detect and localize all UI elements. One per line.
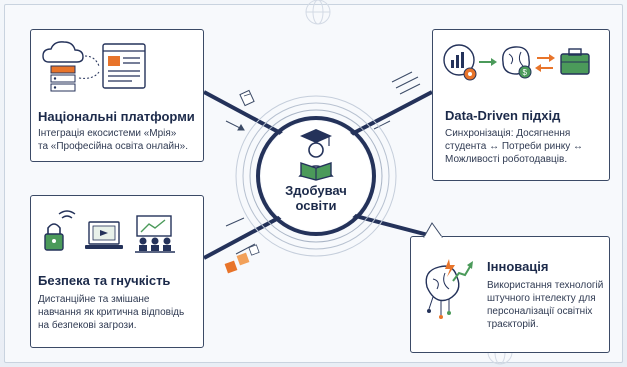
spoke-security: [203, 212, 287, 260]
desc-line: штучного інтелекту для: [487, 293, 596, 304]
desc-line: траєкторій.: [487, 319, 539, 330]
file-stack-icon-sw: [224, 244, 260, 274]
desc-line: Синхронізація: Досягнення: [445, 128, 571, 139]
cloud-server-icon: [42, 41, 84, 92]
desc-line: та «Професійна освіта онлайн».: [38, 141, 188, 152]
card-security-flexibility: Безпека та гнучкість Дистанційне та зміш…: [30, 195, 204, 348]
card-security-desc: Дистанційне та змішане навчання як крити…: [38, 293, 203, 332]
student-reading-icon: [298, 129, 334, 181]
laptop-icon: [85, 221, 123, 249]
web-window-icon: [102, 43, 146, 89]
hub-label: Здобувач освіти: [261, 183, 371, 213]
exchange-arrows-icon: [535, 54, 555, 72]
card-national-title: Національні платформи: [38, 109, 195, 124]
lock-wifi-icon: [44, 210, 76, 251]
card-innovation: Інновація Використання технологій штучно…: [410, 236, 610, 353]
desc-line: Використання технологій: [487, 280, 604, 291]
card-national-desc: Інтеграція екосистеми «Мрія» та «Професі…: [38, 127, 203, 153]
analytics-gear-icon: [443, 44, 477, 81]
desc-line: персоналізації освітніх: [487, 306, 593, 317]
card-innovation-desc: Використання технологій штучного інтелек…: [487, 279, 607, 331]
desc-line: Інтеграція екосистеми «Мрія»: [38, 128, 177, 139]
card-data-driven-title: Data-Driven підхід: [445, 108, 561, 123]
desc-line: на безпекові загрози.: [38, 320, 137, 331]
spoke-national: [203, 90, 287, 138]
spoke-innovation: [347, 212, 433, 238]
spoke-data-driven: [347, 90, 433, 138]
classroom-icon: [135, 215, 175, 253]
data-stream-icon-ne: [391, 71, 421, 95]
innovation-bubble-tail: [423, 222, 443, 238]
arrow-right-icon: [479, 58, 497, 66]
hub-rings: [235, 95, 397, 257]
desc-line: навчання як критична відповідь: [38, 307, 185, 318]
desc-line: Дистанційне та змішане: [38, 294, 150, 305]
desc-line: Можливості роботодавців.: [445, 154, 568, 165]
hub-label-line2: освіти: [295, 198, 337, 213]
ai-brain-circuit-icon: [425, 259, 473, 319]
briefcase-icon: [560, 48, 590, 75]
card-data-driven: $ Data-Driven підхід Синхронізація: Дося…: [432, 29, 610, 181]
desc-line: студента ↔ Потреби ринку ↔: [445, 141, 584, 152]
flow-arrows: [225, 120, 391, 255]
card-innovation-title: Інновація: [487, 259, 549, 274]
document-icon-nw: [239, 89, 255, 107]
svg-text:$: $: [523, 68, 528, 77]
hub-label-line1: Здобувач: [285, 183, 347, 198]
card-data-driven-desc: Синхронізація: Досягнення студента ↔ Пот…: [445, 127, 607, 166]
card-national-platforms: Національні платформи Інтеграція екосист…: [30, 29, 204, 162]
card-security-title: Безпека та гнучкість: [38, 273, 171, 288]
brain-money-icon: $: [502, 46, 532, 79]
